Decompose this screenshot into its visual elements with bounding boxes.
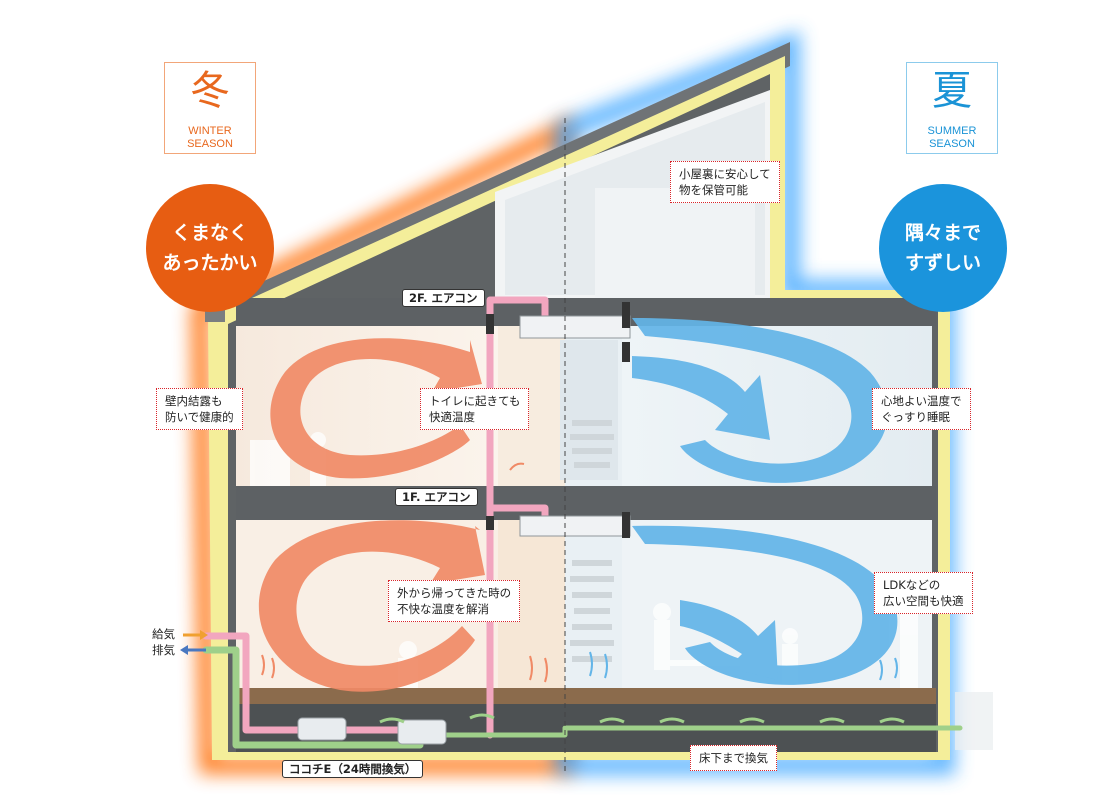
- summer-kanji: 夏: [932, 68, 972, 114]
- exhaust-arrow: [180, 645, 206, 655]
- note-sleep-line2: ぐっすり睡眠: [881, 410, 950, 424]
- summer-headline-circle: 隅々まで すずしい: [879, 184, 1007, 312]
- note-return-line1: 外から帰ってきた時の: [397, 586, 512, 600]
- aircon-1f-label: 1F. エアコン: [395, 488, 478, 506]
- winter-headline-line1: くまなく: [171, 222, 248, 244]
- ventilation-unit: [297, 717, 447, 745]
- note-toilet: トイレに起きても 快適温度: [420, 388, 530, 430]
- winter-en-line2: SEASON: [187, 138, 233, 150]
- exhaust-label: 排気: [152, 643, 175, 657]
- ventilation-system-label: ココチE（24時間換気）: [282, 760, 424, 778]
- note-return-home: 外から帰ってきた時の 不快な温度を解消: [388, 580, 521, 622]
- supply-label: 給気: [152, 627, 175, 641]
- aircon-1f-unit: [486, 512, 631, 538]
- note-sleep: 心地よい温度で ぐっすり睡眠: [872, 388, 971, 430]
- note-toilet-line1: トイレに起きても: [429, 394, 521, 408]
- note-return-line2: 不快な温度を解消: [397, 602, 489, 616]
- supply-arrow: [183, 630, 208, 640]
- summer-en-line2: SEASON: [929, 138, 975, 150]
- note-underfloor: 床下まで換気: [690, 745, 777, 771]
- attic-room: [495, 90, 770, 300]
- summer-en-line1: SUMMER: [927, 125, 977, 137]
- note-toilet-line2: 快適温度: [429, 410, 475, 424]
- note-wall-line2: 防いで健康的: [165, 410, 234, 424]
- aircon-2f-unit: [486, 302, 631, 362]
- airflow-wisps: [261, 462, 898, 683]
- cool-airflow-swirl: [632, 318, 898, 685]
- note-ldk-line2: 広い空間も快適: [883, 594, 964, 608]
- note-sleep-line1: 心地よい温度で: [881, 394, 962, 408]
- warm-airflow-swirl: [258, 338, 485, 692]
- note-attic-storage: 小屋裏に安心して 物を保管可能: [670, 161, 780, 203]
- winter-en-line1: WINTER: [188, 125, 232, 137]
- winter-headline-circle: くまなく あったかい: [146, 184, 274, 312]
- note-wall-condensation: 壁内結露も 防いで健康的: [156, 388, 243, 430]
- winter-headline-line2: あったかい: [162, 252, 258, 274]
- note-ldk-line1: LDKなどの: [883, 578, 941, 592]
- winter-kanji: 冬: [190, 68, 230, 114]
- aircon-2f-label: 2F. エアコン: [402, 289, 485, 307]
- note-ldk: LDKなどの 広い空間も快適: [874, 572, 973, 614]
- note-wall-line1: 壁内結露も: [165, 394, 223, 408]
- summer-headline-line1: 隅々まで: [904, 222, 981, 244]
- underfloor-airflow: [379, 713, 905, 724]
- summer-headline-line2: すずしい: [904, 252, 981, 274]
- note-attic-line2: 物を保管可能: [679, 183, 748, 197]
- note-attic-line1: 小屋裏に安心して: [679, 167, 771, 181]
